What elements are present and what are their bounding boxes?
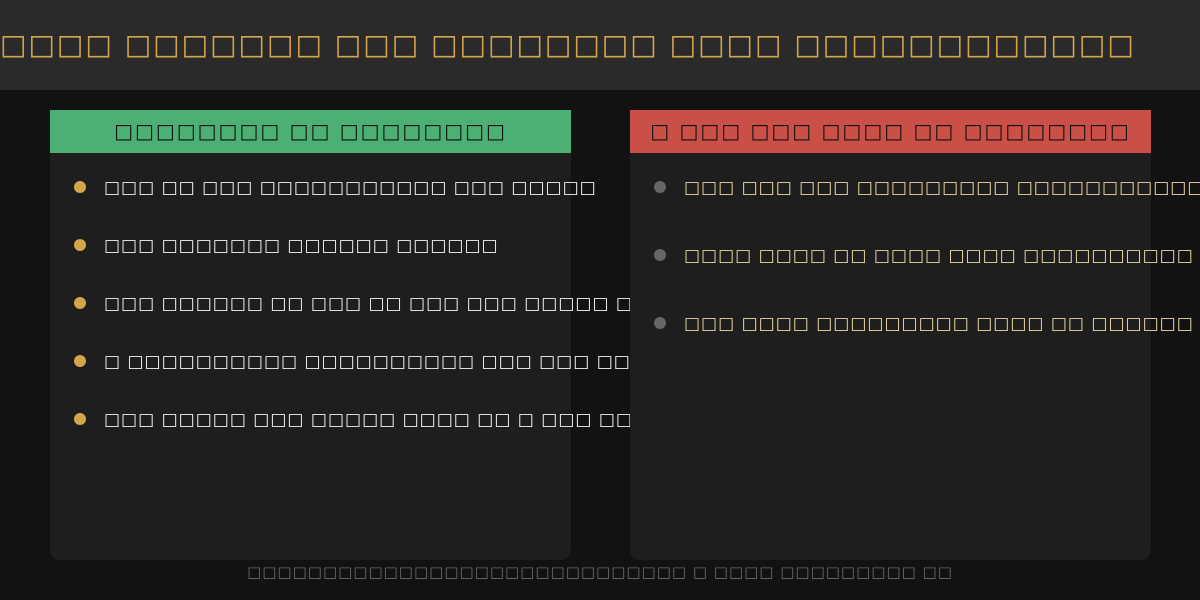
bullet-dot-icon	[74, 181, 86, 193]
list-item: □□□ □□□□□□□ □□□□□□ □□□□□□	[74, 236, 499, 256]
list-item: □□□□ □□□□ □□ □□□□ □□□□ □□□□□□□□□□	[654, 246, 1194, 266]
left-panel: □□□□□□□□ □□ □□□□□□□□ □□□ □□ □□□ □□□□□□□□…	[50, 110, 1054, 560]
page-title: □□□□ □□□□□□□ □□□ □□□□□□□□ □□□□ □□□□□□□□□…	[0, 0, 1200, 90]
left-panel-header: □□□□□□□□ □□ □□□□□□□□	[50, 110, 571, 153]
list-item-text: □□□ □□□□ □□□□□□□□□ □□□□ □□ □□□□□□	[684, 314, 1194, 334]
bullet-dot-icon	[74, 413, 86, 425]
right-panel: □ □□□ □□□ □□□□ □□ □□□□□□□□ □□□ □□□ □□□ □…	[630, 110, 1200, 560]
right-panel-header: □ □□□ □□□ □□□□ □□ □□□□□□□□	[630, 110, 1151, 153]
footer-caption: □□□□□□□□□□□□□□□□□□□□□□□□□□□□□ □ □□□□ □□□…	[247, 563, 953, 581]
bullet-dot-icon	[654, 317, 666, 329]
list-item-text: □□□ □□□□□□□ □□□□□□ □□□□□□	[104, 236, 499, 256]
list-item-text: □□□□ □□□□ □□ □□□□ □□□□ □□□□□□□□□□	[684, 246, 1194, 266]
bullet-dot-icon	[74, 297, 86, 309]
list-item-text: □□□ □□□□□ □□□ □□□□□ □□□□ □□ □ □□□ □□□□□□…	[104, 410, 787, 430]
list-item: □□□ □□ □□□ □□□□□□□□□□□ □□□ □□□□□	[74, 178, 597, 198]
list-item: □□□ □□□□ □□□□□□□□□ □□□□ □□ □□□□□□	[654, 314, 1194, 334]
list-item-text: □□□ □□□ □□□ □□□□□□□□□ □□□□□□□□□□□	[684, 178, 1200, 198]
bullet-dot-icon	[74, 355, 86, 367]
list-item: □□□ □□□ □□□ □□□□□□□□□ □□□□□□□□□□□	[654, 178, 1200, 198]
bullet-dot-icon	[654, 249, 666, 261]
bullet-dot-icon	[654, 181, 666, 193]
list-item-text: □□□ □□ □□□ □□□□□□□□□□□ □□□ □□□□□	[104, 178, 597, 198]
list-item: □□□ □□□□□ □□□ □□□□□ □□□□ □□ □ □□□ □□□□□□…	[74, 410, 787, 430]
bullet-dot-icon	[74, 239, 86, 251]
